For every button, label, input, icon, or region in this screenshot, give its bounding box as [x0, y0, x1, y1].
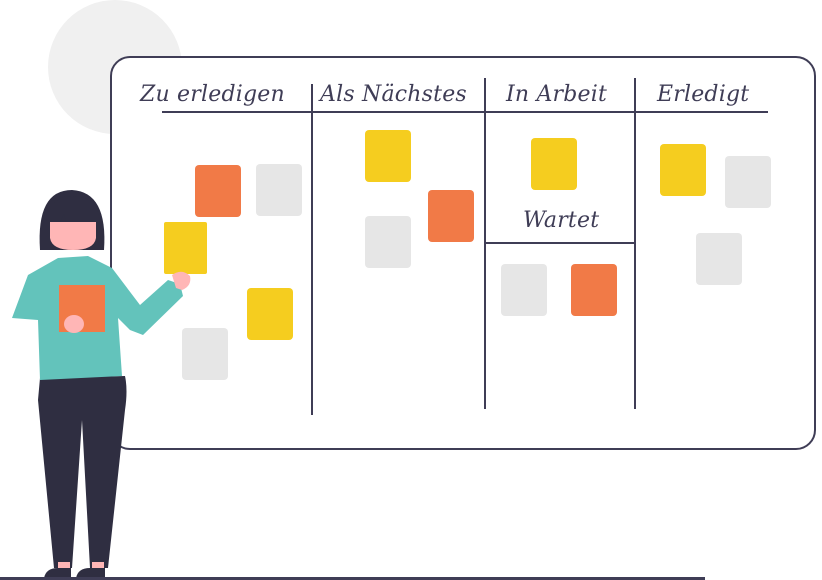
subsection-header-waiting: Wartet — [523, 208, 600, 233]
sticky-note-orange[interactable] — [195, 165, 241, 217]
sticky-note-gray[interactable] — [256, 164, 302, 216]
column-header-next: Als Nächstes — [320, 82, 467, 107]
sticky-note-yellow-held[interactable] — [164, 222, 207, 274]
column-header-in-progress: In Arbeit — [506, 82, 608, 107]
sticky-note-yellow[interactable] — [247, 288, 293, 340]
sticky-note-orange[interactable] — [428, 190, 474, 242]
column-divider-1 — [311, 84, 313, 415]
right-shoe — [76, 568, 105, 578]
waiting-divider — [485, 242, 635, 244]
header-divider — [162, 111, 768, 113]
face — [50, 222, 96, 250]
sticky-note-gray[interactable] — [501, 264, 547, 316]
sticky-note-gray[interactable] — [182, 328, 228, 380]
column-divider-3 — [634, 78, 636, 409]
right-ankle — [92, 562, 104, 572]
left-shoe — [44, 568, 71, 578]
left-ankle — [58, 562, 70, 572]
column-header-todo: Zu erledigen — [140, 82, 285, 107]
pants — [38, 376, 127, 568]
ground-line — [0, 577, 705, 580]
sticky-note-yellow[interactable] — [531, 138, 577, 190]
holding-hand — [64, 315, 84, 333]
bangs — [46, 196, 100, 222]
sticky-note-yellow[interactable] — [660, 144, 706, 196]
column-header-done: Erledigt — [657, 82, 750, 107]
sticky-note-gray[interactable] — [365, 216, 411, 268]
sticky-note-orange[interactable] — [571, 264, 617, 316]
sticky-note-gray[interactable] — [696, 233, 742, 285]
sticky-note-gray[interactable] — [725, 156, 771, 208]
sticky-note-yellow[interactable] — [365, 130, 411, 182]
raised-hand — [172, 271, 191, 290]
